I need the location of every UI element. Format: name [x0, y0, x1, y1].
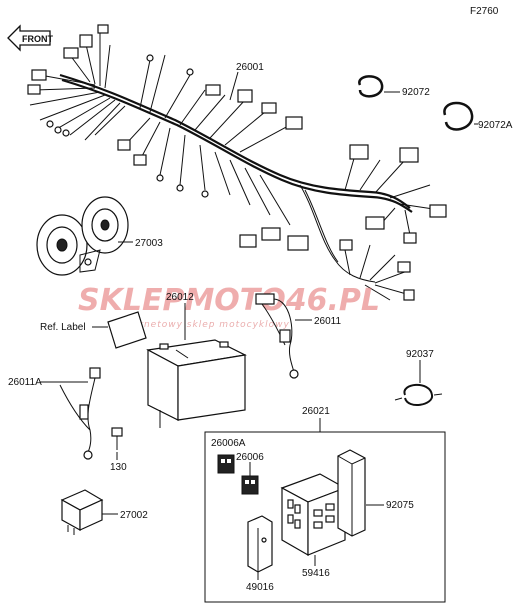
label-26011a: 26011A [8, 377, 42, 388]
relay-26006a [217, 454, 235, 474]
label-130: 130 [110, 462, 127, 473]
label-59416: 59416 [302, 568, 330, 579]
label-26006a: 26006A [211, 438, 246, 449]
lead-26011 [255, 293, 299, 379]
label-92075: 92075 [386, 500, 414, 511]
watermark-tagline: internetowy sklep motocyklowy [118, 320, 290, 330]
fuse-box-59416 [280, 473, 347, 557]
bolt-130 [111, 427, 123, 450]
ref-label-card [107, 311, 147, 349]
label-26011: 26011 [314, 316, 342, 327]
front-arrow-icon: FRONT [7, 24, 53, 52]
band-92072 [358, 75, 384, 98]
label-26021: 26021 [302, 406, 330, 417]
front-label: FRONT [22, 34, 53, 44]
battery-26012 [146, 339, 247, 428]
label-26006: 26006 [236, 452, 264, 463]
cover-92075 [337, 449, 366, 537]
cable-26011a [59, 367, 101, 460]
label-92037: 92037 [406, 349, 434, 360]
label-26012: 26012 [166, 292, 194, 303]
main-harness [27, 24, 447, 301]
label-49016: 49016 [246, 582, 274, 593]
label-27003: 27003 [135, 238, 163, 249]
clamp-92037 [394, 383, 443, 406]
relay-26006 [241, 475, 259, 495]
label-26001: 26001 [236, 62, 264, 73]
label-92072a: 92072A [478, 120, 513, 131]
relay-27002 [60, 489, 104, 535]
label-27002: 27002 [120, 510, 148, 521]
band-92072a [443, 101, 474, 131]
label-ref: Ref. Label [40, 322, 86, 333]
assembly-box-26021 [204, 431, 446, 603]
watermark-brand: SKLEPMOTO46.PL [78, 283, 380, 318]
bracket-49016 [247, 515, 273, 573]
figure-code: F2760 [470, 6, 499, 17]
label-92072: 92072 [402, 87, 430, 98]
horn-27003 [36, 196, 129, 276]
